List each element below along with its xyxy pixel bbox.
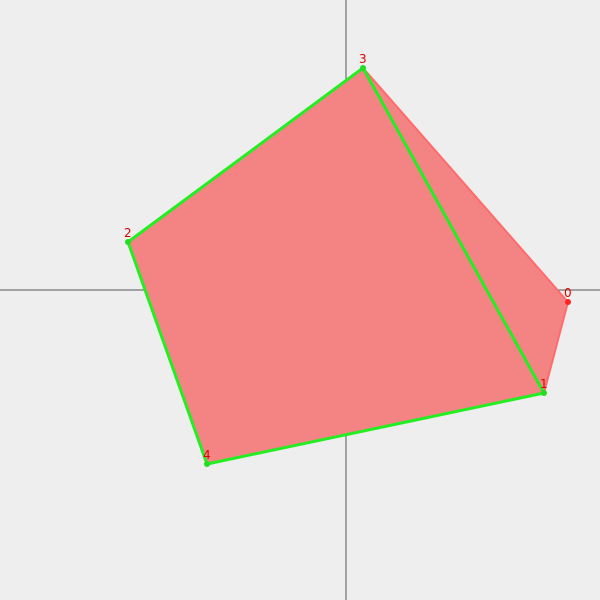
vertex-point-0 <box>565 299 571 305</box>
vertex-point-3 <box>360 65 366 71</box>
vertex-labels: 0 1 2 3 4 <box>124 52 572 462</box>
vertex-point-1 <box>541 390 547 396</box>
vertex-point-2 <box>125 239 131 245</box>
vertex-point-4 <box>204 461 210 467</box>
vertex-label-0: 0 <box>564 286 572 300</box>
vertex-points <box>125 65 571 467</box>
vertex-label-1: 1 <box>540 377 548 391</box>
vertex-label-2: 2 <box>124 226 132 240</box>
vertex-label-4: 4 <box>203 448 211 462</box>
polygon-shape <box>127 67 569 465</box>
vertex-label-3: 3 <box>359 52 367 66</box>
